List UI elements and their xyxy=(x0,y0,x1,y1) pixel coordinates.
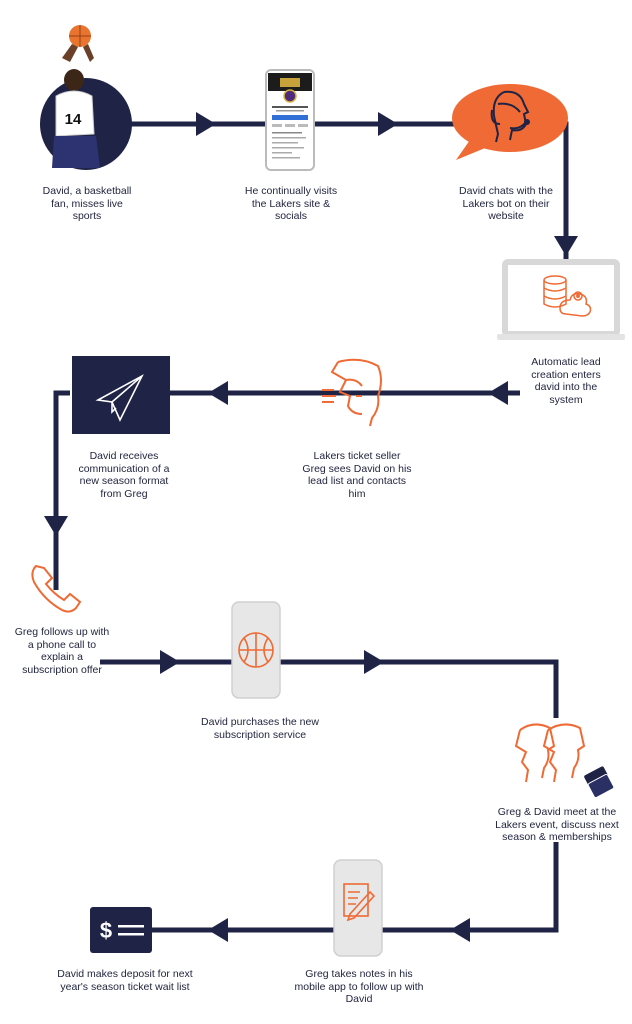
step-1-caption: David, a basketball fan, misses live spo… xyxy=(42,185,132,222)
dollar-sign: $ xyxy=(100,918,112,943)
step-6-paper-plane-icon xyxy=(72,356,170,434)
step-3-caption: David chats with the Lakers bot on their… xyxy=(459,185,553,222)
connector-row-3 xyxy=(100,659,559,718)
step-5-caption: Lakers ticket seller Greg sees David on … xyxy=(302,450,412,500)
arrow-right-3 xyxy=(160,650,180,674)
arrow-right-1 xyxy=(196,112,216,136)
arrow-left-3 xyxy=(450,918,470,942)
step-1-player-photo: 14 xyxy=(40,25,132,170)
step-2-phone-screen-icon xyxy=(265,69,315,171)
step-3-chatbot-head-icon xyxy=(452,84,568,160)
arrow-down-1 xyxy=(554,236,578,256)
arrow-left-4 xyxy=(208,918,228,942)
step-9-two-people-icon xyxy=(514,723,615,799)
step-2-caption: He continually visits the Lakers site & … xyxy=(244,185,338,222)
step-8-caption: David purchases the new subscription ser… xyxy=(201,716,319,741)
step-4-database-cloud-icon xyxy=(497,259,625,340)
tickets-icon xyxy=(584,766,615,799)
step-6-caption: David receives communication of a new se… xyxy=(78,450,170,500)
arrow-right-2 xyxy=(378,112,398,136)
arrow-down-2 xyxy=(44,516,68,536)
step-10-notes-icon xyxy=(333,859,383,957)
arrow-left-1 xyxy=(488,381,508,405)
step-10-caption: Greg takes notes in his mobile app to fo… xyxy=(294,968,424,1005)
step-7-phone-handset-icon xyxy=(31,564,82,613)
connector-row-4 xyxy=(150,842,559,933)
arrow-left-2 xyxy=(208,381,228,405)
step-7-caption: Greg follows up with a phone call to exp… xyxy=(14,626,110,676)
step-5-person-head-icon xyxy=(322,358,382,427)
step-8-basketball-icon xyxy=(231,601,281,699)
connector-lines xyxy=(53,121,569,933)
arrow-right-4 xyxy=(364,650,384,674)
step-4-caption: Automatic lead creation enters david int… xyxy=(531,356,601,406)
arrowheads xyxy=(44,112,578,942)
jersey-number: 14 xyxy=(65,111,82,128)
step-11-caption: David makes deposit for next year's seas… xyxy=(57,968,193,993)
step-9-caption: Greg & David meet at the Lakers event, d… xyxy=(495,806,619,843)
connector-row-2-down xyxy=(53,390,70,590)
step-11-dollar-icon: $ xyxy=(90,907,152,953)
